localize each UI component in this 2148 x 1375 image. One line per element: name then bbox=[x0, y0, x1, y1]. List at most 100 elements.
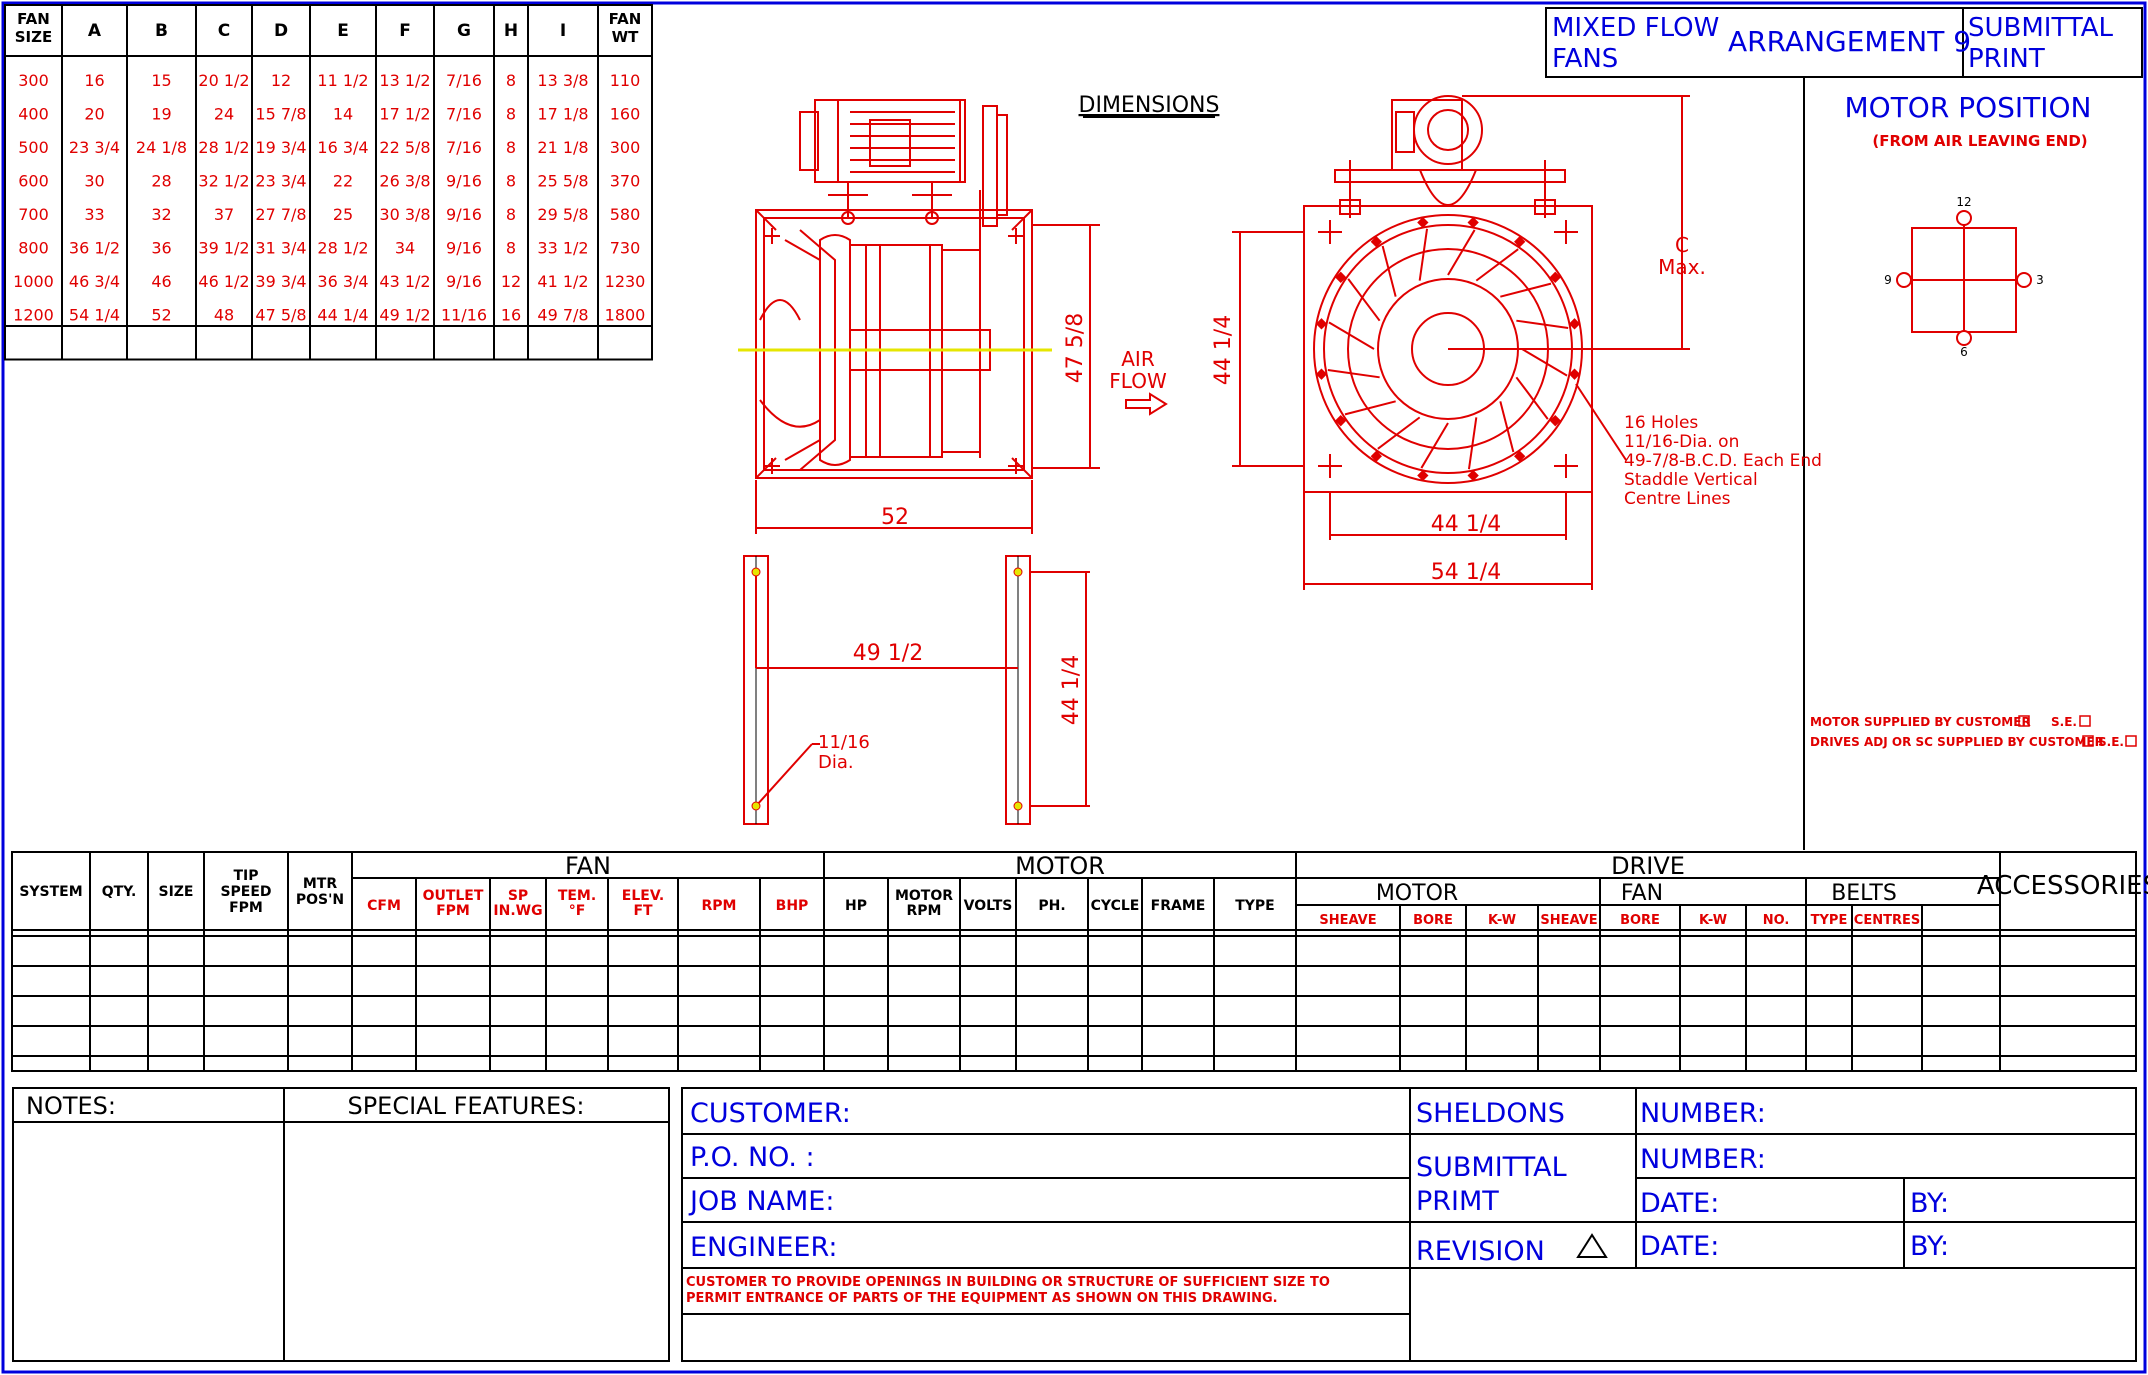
spec-entry-cell[interactable] bbox=[961, 1057, 1015, 1070]
spec-entry-cell[interactable] bbox=[1401, 937, 1465, 965]
spec-entry-cell[interactable] bbox=[149, 1027, 203, 1055]
spec-entry-cell[interactable] bbox=[1143, 997, 1213, 1025]
motor-supplied-se-checkbox[interactable] bbox=[2079, 715, 2091, 727]
spec-entry-cell[interactable] bbox=[1853, 1027, 1921, 1055]
spec-entry-cell[interactable] bbox=[761, 967, 823, 995]
spec-entry-cell[interactable] bbox=[1215, 1027, 1295, 1055]
spec-entry-cell[interactable] bbox=[961, 937, 1015, 965]
spec-entry-cell[interactable] bbox=[1539, 1057, 1599, 1070]
spec-entry-cell[interactable] bbox=[1143, 1027, 1213, 1055]
spec-entry-cell[interactable] bbox=[1401, 967, 1465, 995]
spec-entry-cell[interactable] bbox=[1853, 967, 1921, 995]
spec-entry-cell[interactable] bbox=[609, 1057, 677, 1070]
spec-entry-cell[interactable] bbox=[1467, 937, 1537, 965]
spec-entry-cell[interactable] bbox=[547, 1057, 607, 1070]
spec-entry-cell[interactable] bbox=[1923, 937, 1999, 965]
spec-entry-cell[interactable] bbox=[13, 967, 89, 995]
spec-entry-cell[interactable] bbox=[1807, 997, 1851, 1025]
spec-entry-cell[interactable] bbox=[205, 967, 287, 995]
spec-entry-cell[interactable] bbox=[1923, 1027, 1999, 1055]
spec-entry-cell[interactable] bbox=[289, 937, 351, 965]
spec-entry-cell[interactable] bbox=[417, 1057, 489, 1070]
spec-entry-cell[interactable] bbox=[1017, 967, 1087, 995]
spec-entry-cell[interactable] bbox=[91, 937, 147, 965]
spec-entry-cell[interactable] bbox=[609, 997, 677, 1025]
drives-supplied-checkbox[interactable] bbox=[2082, 735, 2094, 747]
spec-entry-cell[interactable] bbox=[1853, 937, 1921, 965]
spec-entry-cell[interactable] bbox=[1807, 1057, 1851, 1070]
spec-entry-cell[interactable] bbox=[761, 1057, 823, 1070]
spec-entry-cell[interactable] bbox=[1681, 1057, 1745, 1070]
spec-entry-cell[interactable] bbox=[1089, 1057, 1141, 1070]
spec-entry-cell[interactable] bbox=[679, 937, 759, 965]
spec-entry-cell[interactable] bbox=[1747, 1027, 1805, 1055]
spec-entry-cell[interactable] bbox=[1681, 967, 1745, 995]
spec-entry-cell[interactable] bbox=[353, 1027, 415, 1055]
spec-entry-cell[interactable] bbox=[149, 997, 203, 1025]
spec-entry-cell[interactable] bbox=[1681, 1027, 1745, 1055]
spec-entry-cell[interactable] bbox=[13, 937, 89, 965]
spec-entry-cell[interactable] bbox=[1923, 1057, 1999, 1070]
spec-entry-cell[interactable] bbox=[13, 997, 89, 1025]
spec-entry-cell[interactable] bbox=[91, 1057, 147, 1070]
drives-supplied-se-checkbox[interactable] bbox=[2125, 735, 2137, 747]
spec-entry-cell[interactable] bbox=[1923, 997, 1999, 1025]
spec-entry-cell[interactable] bbox=[1807, 937, 1851, 965]
spec-entry-cell[interactable] bbox=[1747, 967, 1805, 995]
spec-entry-cell[interactable] bbox=[149, 967, 203, 995]
spec-entry-cell[interactable] bbox=[491, 937, 545, 965]
spec-entry-cell[interactable] bbox=[1467, 967, 1537, 995]
spec-entry-cell[interactable] bbox=[825, 937, 887, 965]
spec-entry-cell[interactable] bbox=[1401, 997, 1465, 1025]
spec-entry-cell[interactable] bbox=[1853, 1057, 1921, 1070]
spec-entry-cell[interactable] bbox=[1017, 1057, 1087, 1070]
spec-entry-cell[interactable] bbox=[1017, 997, 1087, 1025]
spec-entry-cell[interactable] bbox=[289, 997, 351, 1025]
spec-entry-cell[interactable] bbox=[417, 937, 489, 965]
spec-entry-cell[interactable] bbox=[289, 967, 351, 995]
spec-entry-cell[interactable] bbox=[761, 937, 823, 965]
spec-entry-cell[interactable] bbox=[1747, 1057, 1805, 1070]
spec-entry-cell[interactable] bbox=[1215, 967, 1295, 995]
spec-entry-cell[interactable] bbox=[13, 1057, 89, 1070]
spec-entry-cell[interactable] bbox=[491, 1027, 545, 1055]
spec-entry-cell[interactable] bbox=[205, 1027, 287, 1055]
spec-entry-cell[interactable] bbox=[1681, 997, 1745, 1025]
spec-entry-cell[interactable] bbox=[1215, 997, 1295, 1025]
spec-entry-cell[interactable] bbox=[1467, 1057, 1537, 1070]
spec-entry-cell[interactable] bbox=[825, 997, 887, 1025]
spec-entry-cell[interactable] bbox=[547, 997, 607, 1025]
spec-entry-cell[interactable] bbox=[1089, 1027, 1141, 1055]
spec-entry-cell[interactable] bbox=[1297, 1057, 1399, 1070]
spec-entry-cell[interactable] bbox=[491, 967, 545, 995]
spec-entry-cell[interactable] bbox=[679, 1027, 759, 1055]
spec-entry-cell[interactable] bbox=[205, 997, 287, 1025]
spec-entry-cell[interactable] bbox=[1297, 937, 1399, 965]
spec-entry-cell[interactable] bbox=[353, 997, 415, 1025]
spec-entry-cell[interactable] bbox=[13, 1027, 89, 1055]
spec-entry-cell[interactable] bbox=[289, 1057, 351, 1070]
spec-entry-cell[interactable] bbox=[491, 1057, 545, 1070]
spec-entry-cell[interactable] bbox=[679, 967, 759, 995]
spec-entry-cell[interactable] bbox=[353, 1057, 415, 1070]
spec-entry-cell[interactable] bbox=[547, 1027, 607, 1055]
spec-entry-cell[interactable] bbox=[547, 937, 607, 965]
spec-entry-cell[interactable] bbox=[1601, 967, 1679, 995]
spec-entry-cell[interactable] bbox=[1089, 937, 1141, 965]
spec-entry-cell[interactable] bbox=[889, 1057, 959, 1070]
spec-entry-cell[interactable] bbox=[1143, 967, 1213, 995]
spec-entry-cell[interactable] bbox=[547, 967, 607, 995]
spec-entry-cell[interactable] bbox=[1401, 1057, 1465, 1070]
spec-entry-cell[interactable] bbox=[1297, 997, 1399, 1025]
special-features-area[interactable] bbox=[286, 1124, 667, 1359]
spec-entry-cell[interactable] bbox=[961, 967, 1015, 995]
motor-supplied-checkbox[interactable] bbox=[2018, 715, 2030, 727]
spec-entry-cell[interactable] bbox=[1467, 1027, 1537, 1055]
spec-entry-cell[interactable] bbox=[1089, 997, 1141, 1025]
spec-entry-cell[interactable] bbox=[761, 997, 823, 1025]
spec-entry-cell[interactable] bbox=[1215, 937, 1295, 965]
spec-entry-cell[interactable] bbox=[889, 967, 959, 995]
spec-entry-cell[interactable] bbox=[889, 937, 959, 965]
spec-entry-cell[interactable] bbox=[91, 967, 147, 995]
spec-entry-cell[interactable] bbox=[1601, 1057, 1679, 1070]
